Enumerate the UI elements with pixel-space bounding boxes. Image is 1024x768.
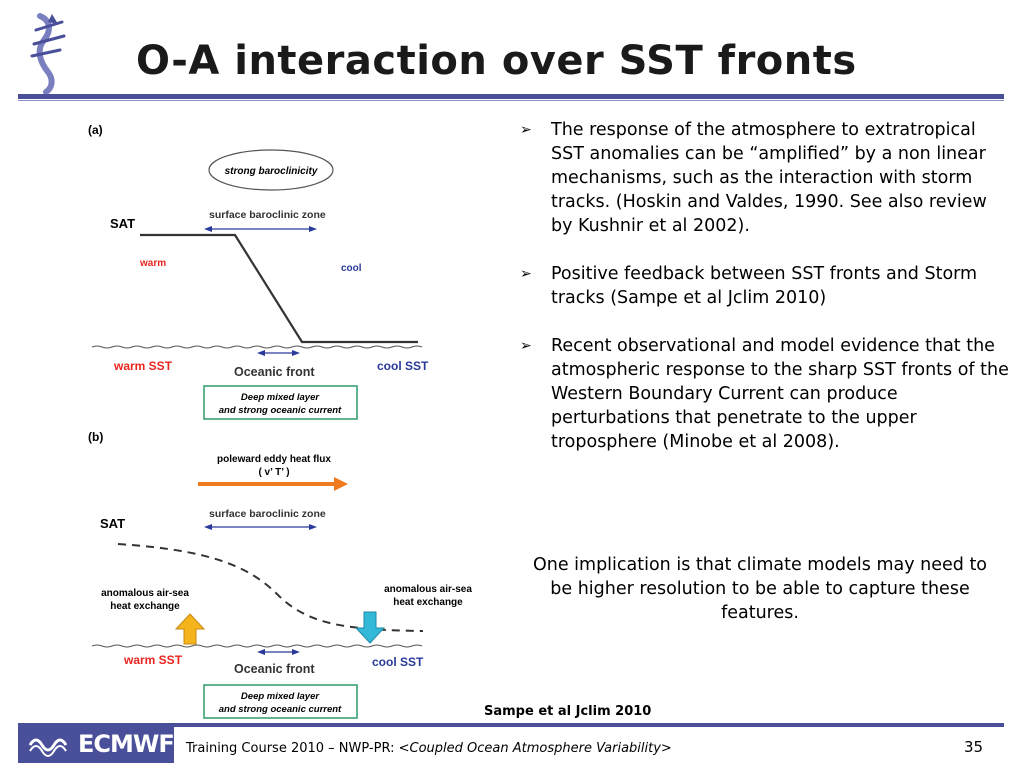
- footer-course: <Coupled Ocean Atmosphere Variability>: [398, 741, 672, 756]
- right-note-line1: anomalous air-sea: [384, 584, 472, 595]
- flux-label-line2: ( v’ T’ ): [258, 467, 289, 478]
- conclusion-text: One implication is that climate models m…: [532, 555, 988, 623]
- schematic-figure: (a) strong baroclinicity surface barocli…: [88, 123, 472, 719]
- left-note-line1: anomalous air-sea: [101, 588, 189, 599]
- bullet-text: Positive feedback between SST fronts and…: [551, 264, 978, 308]
- zone-label-a: surface baroclinic zone: [209, 209, 326, 221]
- bullet-text: Recent observational and model evidence …: [551, 336, 1009, 452]
- footer-text: Training Course 2010 – NWP-PR: <Coupled …: [186, 741, 672, 756]
- bullet-item: ➢ Positive feedback between SST fronts a…: [520, 262, 1010, 310]
- arrow-bullet-icon: ➢: [520, 338, 532, 354]
- up-arrow-icon: [174, 613, 206, 645]
- warm-label: warm: [139, 258, 166, 269]
- sat-label-b: SAT: [100, 516, 125, 531]
- zone-label-b: surface baroclinic zone: [209, 508, 326, 520]
- bullet-list: ➢ The response of the atmosphere to extr…: [520, 118, 1010, 478]
- ecmwf-ribbon-icon: [30, 13, 66, 94]
- footer-divider: [18, 723, 1004, 727]
- logo-swirl-icon: [28, 738, 68, 757]
- figure-caption: Sampe et al Jclim 2010: [484, 704, 652, 719]
- mixed-layer-box-b: [203, 684, 358, 719]
- sea-surface-a: [91, 345, 423, 349]
- panel-b-label: (b): [88, 430, 103, 444]
- cool-label: cool: [341, 263, 362, 274]
- box-a-line2: and strong oceanic current: [219, 405, 342, 416]
- mixed-layer-box-a: [203, 385, 358, 420]
- sat-label-a: SAT: [110, 216, 135, 231]
- logo-text: ECMWF: [78, 730, 175, 758]
- arrow-bullet-icon: ➢: [520, 266, 532, 282]
- down-arrow-icon: [354, 611, 386, 644]
- box-a-line1: Deep mixed layer: [241, 392, 320, 403]
- ellipse-label: strong baroclinicity: [225, 166, 318, 177]
- page-number: 35: [964, 738, 984, 756]
- flux-label-line1: poleward eddy heat flux: [217, 454, 331, 465]
- title-divider: [18, 94, 1004, 99]
- cool-sst-b: cool SST: [372, 655, 424, 669]
- sat-profile-a: [140, 233, 418, 344]
- panel-a-label: (a): [88, 123, 103, 137]
- page-title: O-A interaction over SST fronts: [136, 38, 857, 84]
- title-divider-thin: [18, 100, 1004, 101]
- sat-profile-b: [117, 543, 424, 632]
- arrow-bullet-icon: ➢: [520, 122, 532, 138]
- sea-surface-b: [91, 644, 423, 648]
- warm-sst-b: warm SST: [123, 653, 183, 667]
- left-note-line2: heat exchange: [110, 601, 180, 612]
- box-b-line1: Deep mixed layer: [241, 691, 320, 702]
- ecmwf-logo-icon: ECMWF: [18, 727, 175, 763]
- warm-sst-a: warm SST: [113, 359, 173, 373]
- bullet-item: ➢ The response of the atmosphere to extr…: [520, 118, 1010, 238]
- box-b-line2: and strong oceanic current: [219, 704, 342, 715]
- bullet-text: The response of the atmosphere to extrat…: [551, 120, 987, 236]
- right-note-line2: heat exchange: [393, 597, 463, 608]
- front-label-b: Oceanic front: [234, 662, 315, 676]
- front-label-a: Oceanic front: [234, 365, 315, 379]
- footer-prefix: Training Course 2010 – NWP-PR:: [186, 741, 399, 756]
- bullet-item: ➢ Recent observational and model evidenc…: [520, 334, 1010, 454]
- baroclinicity-ellipse: [208, 149, 334, 191]
- cool-sst-a: cool SST: [377, 359, 429, 373]
